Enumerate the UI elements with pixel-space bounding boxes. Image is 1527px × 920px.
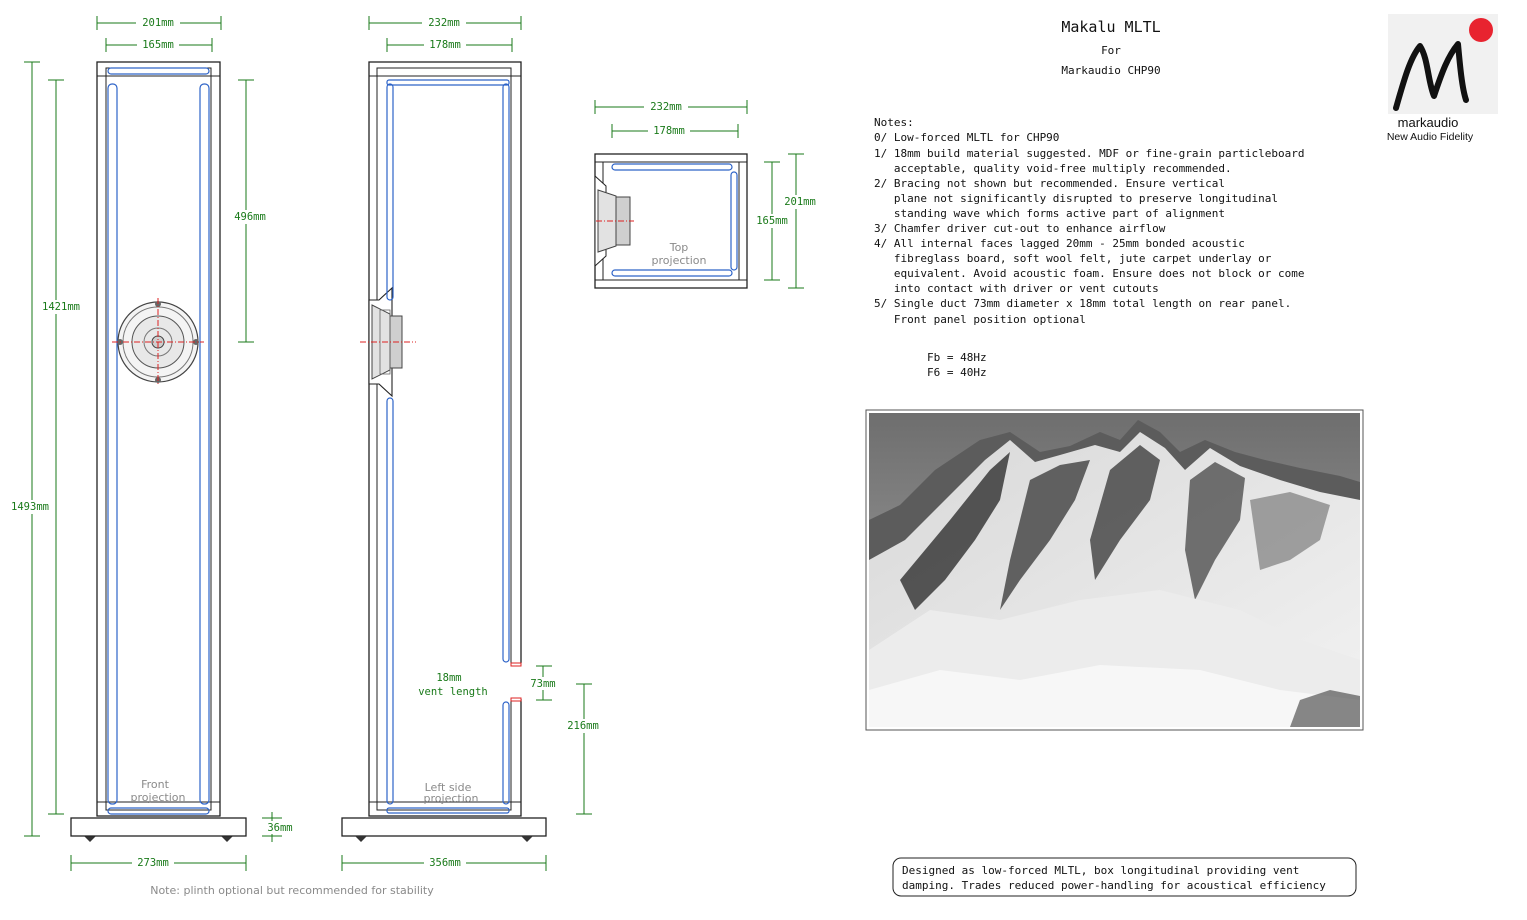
- logo-brand: markaudio: [1398, 115, 1459, 130]
- tuning-block: Fb = 48Hz F6 = 40Hz: [927, 351, 987, 379]
- notes-heading: Notes:: [874, 116, 914, 129]
- title-block: Makalu MLTL For Markaudio CHP90: [1061, 18, 1160, 77]
- title-line-1: Makalu MLTL: [1061, 18, 1160, 36]
- front-total-height-label: 1493mm: [11, 501, 49, 513]
- top-driver: [596, 189, 634, 253]
- side-label-2: projection: [424, 792, 479, 805]
- top-dim-outer-depth: 232mm: [594, 99, 748, 114]
- side-inner-depth-label: 178mm: [429, 39, 461, 51]
- logo-mi-glyph: [1393, 41, 1469, 111]
- front-dim-total-height: 1493mm: [8, 61, 54, 837]
- front-dim-inner-width: 165mm: [105, 37, 213, 52]
- note-line: 3/ Chamfer driver cut-out to enhance air…: [874, 222, 1166, 235]
- front-driver: [112, 298, 204, 386]
- front-label-2: projection: [131, 791, 186, 804]
- note-line: 4/ All internal faces lagged 20mm - 25mm…: [874, 237, 1245, 250]
- markaudio-logo: markaudio New Audio Fidelity: [1387, 14, 1498, 143]
- note-line: Front panel position optional: [874, 313, 1086, 326]
- side-label-1: Left side: [425, 781, 472, 794]
- front-plinth: [70, 817, 247, 837]
- notes-block: Notes: 0/ Low-forced MLTL for CHP90 1/ 1…: [874, 116, 1304, 326]
- title-line-2: For: [1101, 44, 1121, 57]
- front-dim-plinth-height: 36mm: [262, 812, 297, 842]
- top-dim-inner-depth: 178mm: [611, 123, 739, 138]
- front-driver-height-label: 496mm: [234, 211, 266, 223]
- front-plinth-height-label: 36mm: [267, 822, 292, 834]
- side-plinth: [341, 817, 547, 837]
- note-line: 0/ Low-forced MLTL for CHP90: [874, 131, 1059, 144]
- top-projection: 232mm 178mm 201mm 165mm Top projection: [594, 99, 820, 289]
- side-dim-vent-height: 216mm: [564, 683, 604, 815]
- logo-tagline: New Audio Fidelity: [1387, 131, 1474, 143]
- front-lagging-right: [199, 83, 210, 805]
- title-line-3: Markaudio CHP90: [1061, 64, 1160, 77]
- note-line: equivalent. Avoid acoustic foam. Ensure …: [874, 267, 1304, 280]
- side-outer-depth-label: 232mm: [428, 17, 460, 29]
- caption-line-1: Designed as low-forced MLTL, box longitu…: [902, 864, 1299, 877]
- top-outer-depth-label: 232mm: [650, 101, 682, 113]
- plinth-note: Note: plinth optional but recommended fo…: [150, 884, 434, 897]
- note-line: standing wave which forms active part of…: [874, 207, 1225, 220]
- note-line: fibreglass board, soft wool felt, jute c…: [874, 252, 1272, 265]
- front-dim-inner-height: 1421mm: [38, 79, 84, 815]
- front-dim-driver-height: 496mm: [230, 79, 266, 343]
- note-line: into contact with driver or vent cutouts: [874, 282, 1159, 295]
- front-projection: 201mm 165mm 496mm 1421mm: [8, 15, 297, 871]
- front-inner-height-label: 1421mm: [42, 301, 80, 313]
- top-inner-width-label: 165mm: [756, 215, 788, 227]
- note-line: plane not significantly disrupted to pre…: [874, 192, 1278, 205]
- side-vent-label-2: vent length: [418, 686, 488, 698]
- top-outer-width-label: 201mm: [784, 196, 816, 208]
- logo-red-dot: [1469, 18, 1493, 42]
- tuning-f6: F6 = 40Hz: [927, 366, 987, 379]
- top-label-1: Top: [669, 241, 689, 254]
- side-cabinet-outline: [368, 61, 522, 817]
- caption-box: Designed as low-forced MLTL, box longitu…: [892, 857, 1357, 897]
- note-line: 5/ Single duct 73mm diameter x 18mm tota…: [874, 297, 1291, 310]
- side-dim-inner-depth: 178mm: [386, 37, 513, 52]
- front-inner-width-label: 165mm: [142, 39, 174, 51]
- side-plinth-depth-label: 356mm: [429, 857, 461, 869]
- caption-line-2: damping. Trades reduced power-handling f…: [902, 879, 1326, 892]
- side-vent-label-1: 18mm: [436, 672, 461, 684]
- front-cabinet-outline: [96, 61, 221, 817]
- side-dim-outer-depth: 232mm: [368, 15, 522, 30]
- top-inner-depth-label: 178mm: [653, 125, 685, 137]
- note-line: 1/ 18mm build material suggested. MDF or…: [874, 147, 1304, 160]
- tuning-fb: Fb = 48Hz: [927, 351, 987, 364]
- front-outer-width-label: 201mm: [142, 17, 174, 29]
- side-driver: [360, 304, 416, 380]
- mountain-photo: [865, 409, 1364, 731]
- front-label-1: Front: [141, 778, 170, 791]
- front-dim-plinth-width: 273mm: [70, 855, 247, 871]
- side-vent-diameter-label: 73mm: [530, 678, 555, 690]
- front-dim-outer-width: 201mm: [96, 15, 222, 30]
- top-dim-inner-width: 165mm: [753, 161, 793, 281]
- top-dim-outer-width: 201mm: [780, 153, 820, 289]
- note-line: 2/ Bracing not shown but recommended. En…: [874, 177, 1225, 190]
- note-line: acceptable, quality void-free multiply r…: [874, 162, 1232, 175]
- side-dim-vent-diameter: 73mm: [527, 665, 561, 701]
- front-plinth-width-label: 273mm: [137, 857, 169, 869]
- side-dim-plinth-depth: 356mm: [341, 855, 547, 871]
- top-label-2: projection: [652, 254, 707, 267]
- front-lagging-left: [107, 83, 118, 805]
- side-projection: 232mm 178mm 73mm 216mm 3: [341, 15, 604, 871]
- side-vent-height-label: 216mm: [567, 720, 599, 732]
